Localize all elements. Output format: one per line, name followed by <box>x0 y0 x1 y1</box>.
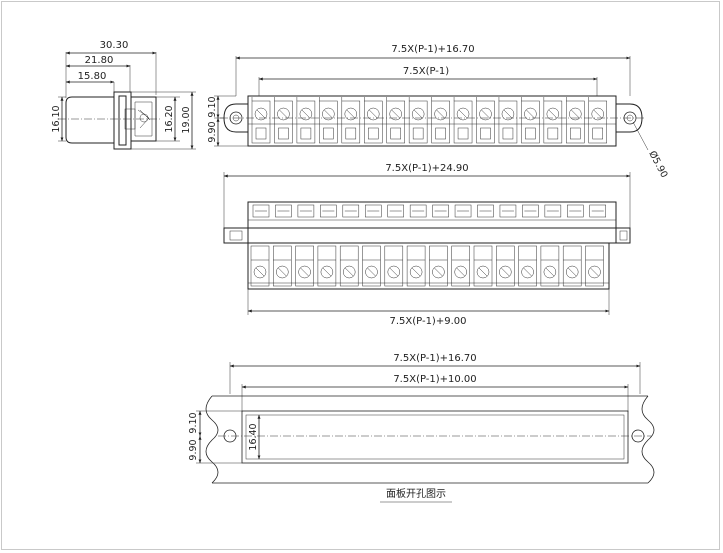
front-plug-terminal <box>451 245 470 287</box>
top-terminal <box>521 97 540 144</box>
top-terminal <box>364 97 383 144</box>
top-terminal <box>296 97 316 144</box>
top-terminal <box>498 97 518 144</box>
panel-dim-9-10: 9.10 <box>188 412 199 433</box>
panel-outline <box>205 395 655 484</box>
front-top-terminal <box>454 204 472 218</box>
front-top-terminal <box>320 204 337 218</box>
side-dim-19-00: 19.00 <box>181 106 192 133</box>
front-top-terminal <box>567 204 584 218</box>
front-plug-terminal <box>339 245 359 287</box>
side-dim-30-30: 30.30 <box>100 40 129 51</box>
top-dim-9-10: 9.10 <box>207 96 218 117</box>
front-plug-terminal <box>473 245 493 287</box>
front-top-terminal <box>297 204 315 218</box>
front-plug-terminal <box>496 245 515 287</box>
top-terminal <box>319 97 338 144</box>
top-terminal <box>453 97 473 144</box>
front-header-strip <box>247 201 617 229</box>
front-plug-terminal <box>273 245 292 287</box>
top-terminal <box>476 97 495 144</box>
top-terminal <box>274 97 293 144</box>
front-plug-terminal <box>317 245 337 287</box>
front-plug-terminal <box>250 245 270 287</box>
front-view: 7.5X(P-1)+24.90 7.5X(P-1)+9.00 <box>223 163 631 327</box>
front-top-terminal <box>365 204 382 218</box>
front-top-terminal <box>342 204 360 218</box>
top-dim-hole-dia: Ø5.90 <box>646 149 669 179</box>
front-top-terminal <box>477 204 494 218</box>
front-dim-overall: 7.5X(P-1)+24.90 <box>385 163 468 174</box>
front-plug-body <box>247 242 610 290</box>
top-terminal <box>588 97 607 144</box>
front-top-terminal <box>252 204 270 218</box>
side-dim-21-80: 21.80 <box>85 55 114 66</box>
side-dim-15-80: 15.80 <box>78 71 107 82</box>
panel-cutout-view: 7.5X(P-1)+16.70 7.5X(P-1)+10.00 9.10 9.9… <box>188 353 655 503</box>
side-dim-16-10: 16.10 <box>51 105 62 132</box>
panel-window-outer <box>241 410 629 464</box>
front-top-terminal <box>499 204 517 218</box>
front-top-terminal <box>275 204 292 218</box>
front-top-terminal <box>387 204 404 218</box>
front-plug-terminal <box>429 245 448 287</box>
side-dim-16-20: 16.20 <box>164 105 175 132</box>
front-top-terminal <box>522 204 539 218</box>
panel-caption: 面板开孔图示 <box>386 487 446 500</box>
top-terminal <box>408 97 428 144</box>
front-plug-terminal <box>562 245 582 287</box>
top-dim-9-90: 9.90 <box>207 121 218 142</box>
front-top-terminal <box>589 204 606 218</box>
front-plug-terminal <box>362 245 381 287</box>
top-dim-overall: 7.5X(P-1)+16.70 <box>391 44 474 55</box>
front-plug-terminal <box>518 245 537 287</box>
front-plug-terminal <box>384 245 404 287</box>
front-top-terminal <box>432 204 449 218</box>
panel-dim-overall: 7.5X(P-1)+16.70 <box>393 353 476 364</box>
top-terminal <box>431 97 450 144</box>
front-plug-terminal <box>540 245 560 287</box>
panel-dim-window: 7.5X(P-1)+10.00 <box>393 374 476 385</box>
front-plug-terminal <box>295 245 314 287</box>
top-dim-pitch-span: 7.5X(P-1) <box>403 66 449 77</box>
top-header-body <box>247 95 617 147</box>
top-terminal <box>566 97 585 144</box>
top-terminal <box>251 97 271 144</box>
side-plug-body <box>65 96 115 144</box>
front-plug-terminal <box>406 245 426 287</box>
front-left-latch <box>223 227 249 244</box>
top-terminal <box>543 97 563 144</box>
top-terminal <box>386 97 405 144</box>
side-view: 30.30 21.80 15.80 16.10 16.20 19.00 <box>51 40 196 150</box>
front-right-latch <box>615 227 631 244</box>
front-plug-terminal <box>585 245 604 287</box>
front-top-terminal <box>544 204 562 218</box>
top-view: 7.5X(P-1)+16.70 7.5X(P-1) 9.10 9.90 Ø5.9… <box>207 44 670 180</box>
panel-window-inner <box>245 414 625 460</box>
front-top-terminal <box>409 204 427 218</box>
panel-dim-9-90: 9.90 <box>188 439 199 460</box>
top-terminal <box>341 97 361 144</box>
panel-dim-16-40: 16.40 <box>248 423 259 450</box>
front-dim-plug: 7.5X(P-1)+9.00 <box>390 316 467 327</box>
